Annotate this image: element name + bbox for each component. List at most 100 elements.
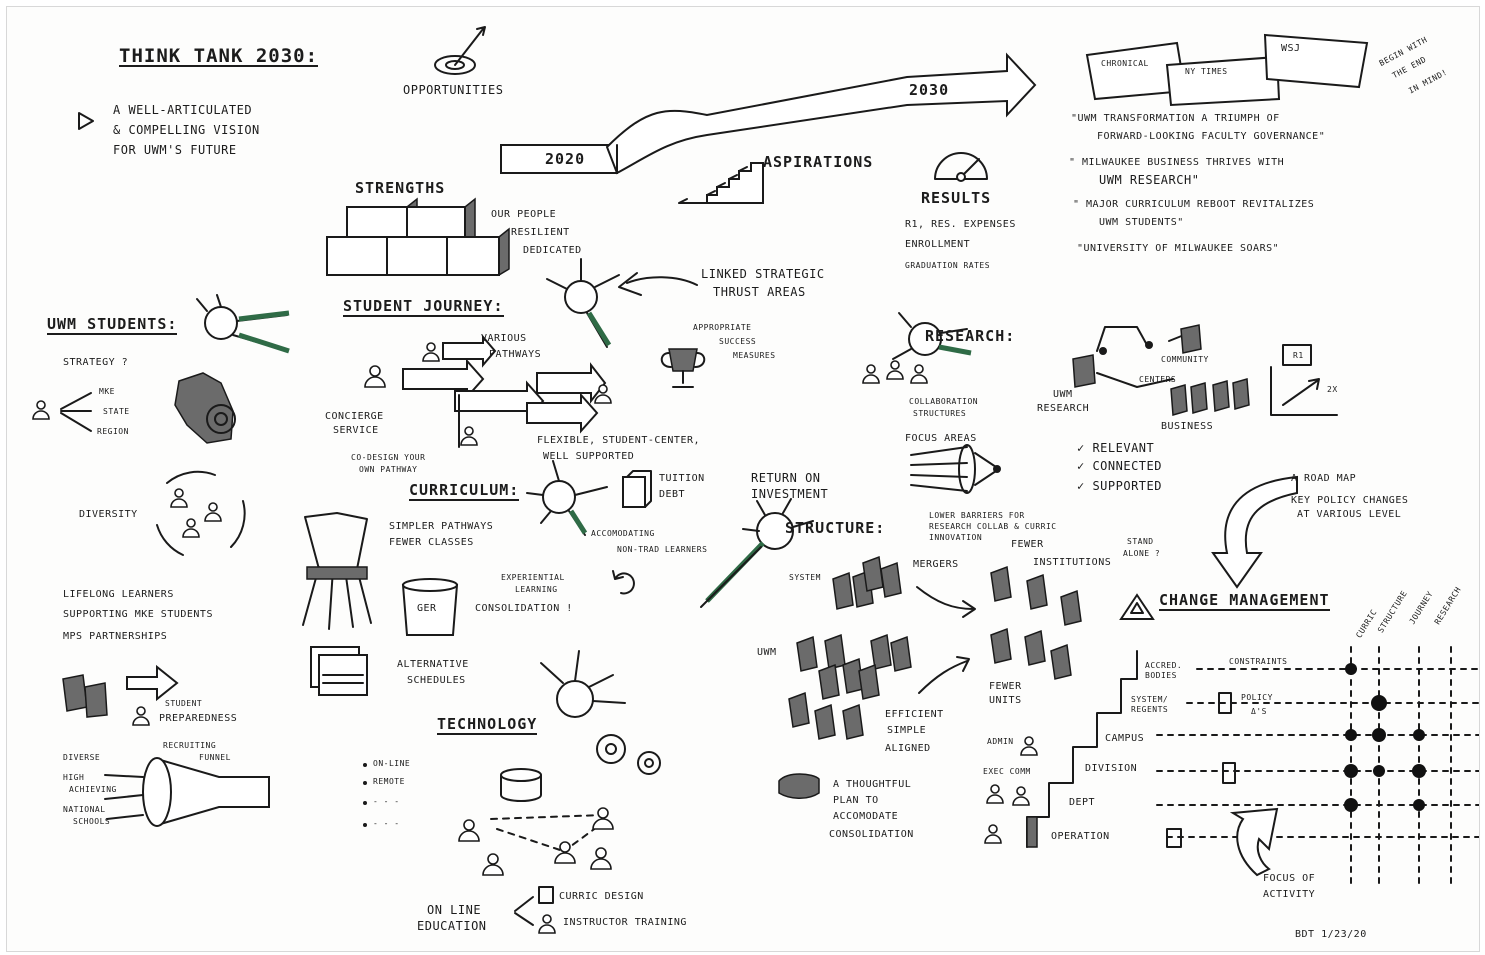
- research-title: Research:: [925, 327, 1016, 345]
- pathway-arrows: [402, 334, 607, 448]
- ink-drawings: [32, 26, 1479, 934]
- measures-line-1: Appropriate: [693, 323, 752, 332]
- barriers-line-2: research collab & curric: [929, 522, 1057, 531]
- strengths-item-3: Dedicated: [523, 245, 582, 256]
- fewer-line-1: Fewer: [1011, 539, 1044, 550]
- thoughtful-line-4: consolidation: [829, 829, 914, 840]
- strengths-item-2: Resilient: [511, 227, 570, 238]
- system-label: System: [789, 573, 821, 582]
- uwm-label: UWM: [757, 647, 777, 658]
- signature: BDT 1/23/20: [1295, 929, 1367, 940]
- geo-mke: MKE: [99, 387, 115, 396]
- hub-technology: [540, 650, 626, 718]
- flexible-line-1: Flexible, student-center,: [537, 435, 701, 446]
- tech-item-2: Remote: [373, 777, 405, 786]
- focus-areas-label: Focus areas: [905, 433, 977, 444]
- lens-icon: [910, 444, 1001, 494]
- experiential-line-1: Experiential: [501, 573, 565, 582]
- students-list-2: Supporting MKE students: [63, 609, 213, 620]
- left-arrow-icon: [618, 272, 698, 296]
- curriculum-item-2: Fewer classes: [389, 537, 474, 548]
- branch-lines: [60, 392, 92, 432]
- concierge-line-2: service: [333, 425, 379, 436]
- thoughtful-line-2: plan to: [833, 795, 879, 806]
- funnel-item-1: Diverse: [63, 753, 101, 762]
- sketchnote-board: Think Tank 2030: A well-articulated & co…: [6, 6, 1480, 952]
- check-supported-label: Supported: [1092, 479, 1162, 493]
- fewer-line-2: institutions: [1033, 557, 1112, 568]
- staircase-levels: [1026, 650, 1138, 848]
- curriculum-title: Curriculum:: [409, 481, 520, 501]
- diversity-label: Diversity: [79, 509, 138, 520]
- collab-line-1: Collaboration: [909, 397, 979, 406]
- instructor-training-label: Instructor training: [563, 917, 687, 928]
- roi-line-1: Return on: [751, 471, 821, 485]
- accommodating-line-2: non-trad learners: [617, 545, 708, 554]
- cycle-icon: [612, 570, 635, 595]
- level-system: System/ regents: [1131, 695, 1169, 714]
- barriers-line-1: Lower barriers for: [929, 511, 1025, 520]
- simple-label: Simple: [887, 725, 927, 736]
- quote-3a: " Major curriculum reboot revitalizes: [1073, 199, 1315, 210]
- opportunities-label: Opportunities: [403, 83, 504, 97]
- phone-icon: [1218, 692, 1232, 714]
- results-title: Results: [921, 189, 992, 207]
- level-division: Division: [1085, 763, 1138, 774]
- change-title: Change Management: [1159, 591, 1330, 611]
- newspaper-icons: [1085, 33, 1369, 107]
- quote-3b: UWM students": [1099, 217, 1184, 228]
- stand-line-1: Stand: [1127, 537, 1154, 546]
- policy-label: Policy: [1241, 693, 1273, 702]
- paper-chronicle: Chronical: [1101, 59, 1149, 68]
- students-list-1: Lifelong learners: [63, 589, 174, 600]
- phone-icon-2: [1222, 762, 1236, 784]
- linked-line-2: thrust areas: [713, 285, 806, 299]
- check-connected-label: Connected: [1092, 459, 1162, 473]
- strategy-label: Strategy ?: [63, 357, 129, 368]
- technology-title: Technology: [437, 715, 538, 735]
- focus-line-2: activity: [1263, 889, 1316, 900]
- mergers-label: Mergers: [913, 559, 959, 570]
- uwm-students-title: UWM Students:: [47, 315, 178, 335]
- fewer-units-line-2: units: [989, 695, 1022, 706]
- uwm-research-line-1: UWM: [1053, 389, 1073, 400]
- trophy-icon: [660, 348, 706, 388]
- curric-design-label: Curric design: [559, 891, 644, 902]
- hub-research: [892, 312, 972, 360]
- node-business: Business: [1161, 421, 1214, 432]
- concierge-line-1: Concierge: [325, 411, 384, 422]
- check-connected: ✓ Connected: [1077, 459, 1162, 473]
- structure-title: Structure:: [785, 519, 886, 537]
- collab-line-2: structures: [913, 409, 967, 418]
- funnel-item-3: achieving: [69, 785, 117, 794]
- calendar-icon: [310, 646, 368, 696]
- codesign-line-2: own pathway: [359, 465, 418, 474]
- timeline-banner: [500, 52, 1037, 175]
- funnel-item-5: schools: [73, 817, 111, 826]
- check-relevant-label: Relevant: [1092, 441, 1155, 455]
- belt-icon: [302, 512, 372, 630]
- timeline-start: 2020: [545, 150, 586, 168]
- geo-state: State: [103, 407, 130, 416]
- cycle-arrows: [156, 470, 246, 556]
- curriculum-item-1: Simpler pathways: [389, 521, 494, 532]
- chart-2x: 2x: [1327, 385, 1338, 394]
- timeline-end: 2030: [909, 81, 950, 99]
- quote-2a: " Milwaukee business thrives with: [1069, 157, 1285, 168]
- quote-1a: "UWM transformation a triumph of: [1071, 113, 1280, 124]
- admin-label: Admin: [987, 737, 1014, 746]
- level-accred: Accred. bodies: [1145, 661, 1183, 680]
- vision-line-3: for UWM's future: [113, 143, 237, 157]
- efficient-label: Efficient: [885, 709, 944, 720]
- level-campus: Campus: [1105, 733, 1145, 744]
- online-line-2: education: [417, 919, 487, 933]
- focus-arrow-icon: [1229, 807, 1279, 877]
- hub-student-journey: [546, 258, 620, 348]
- results-item-2: Enrollment: [905, 239, 971, 250]
- right-arrow-icon: [126, 664, 179, 702]
- tuition-label: Tuition: [659, 473, 705, 484]
- stand-line-2: alone ?: [1123, 549, 1161, 558]
- geo-region: Region: [97, 427, 129, 436]
- thoughtful-line-3: accomodate: [833, 811, 899, 822]
- fewer-units-line-1: Fewer: [989, 681, 1022, 692]
